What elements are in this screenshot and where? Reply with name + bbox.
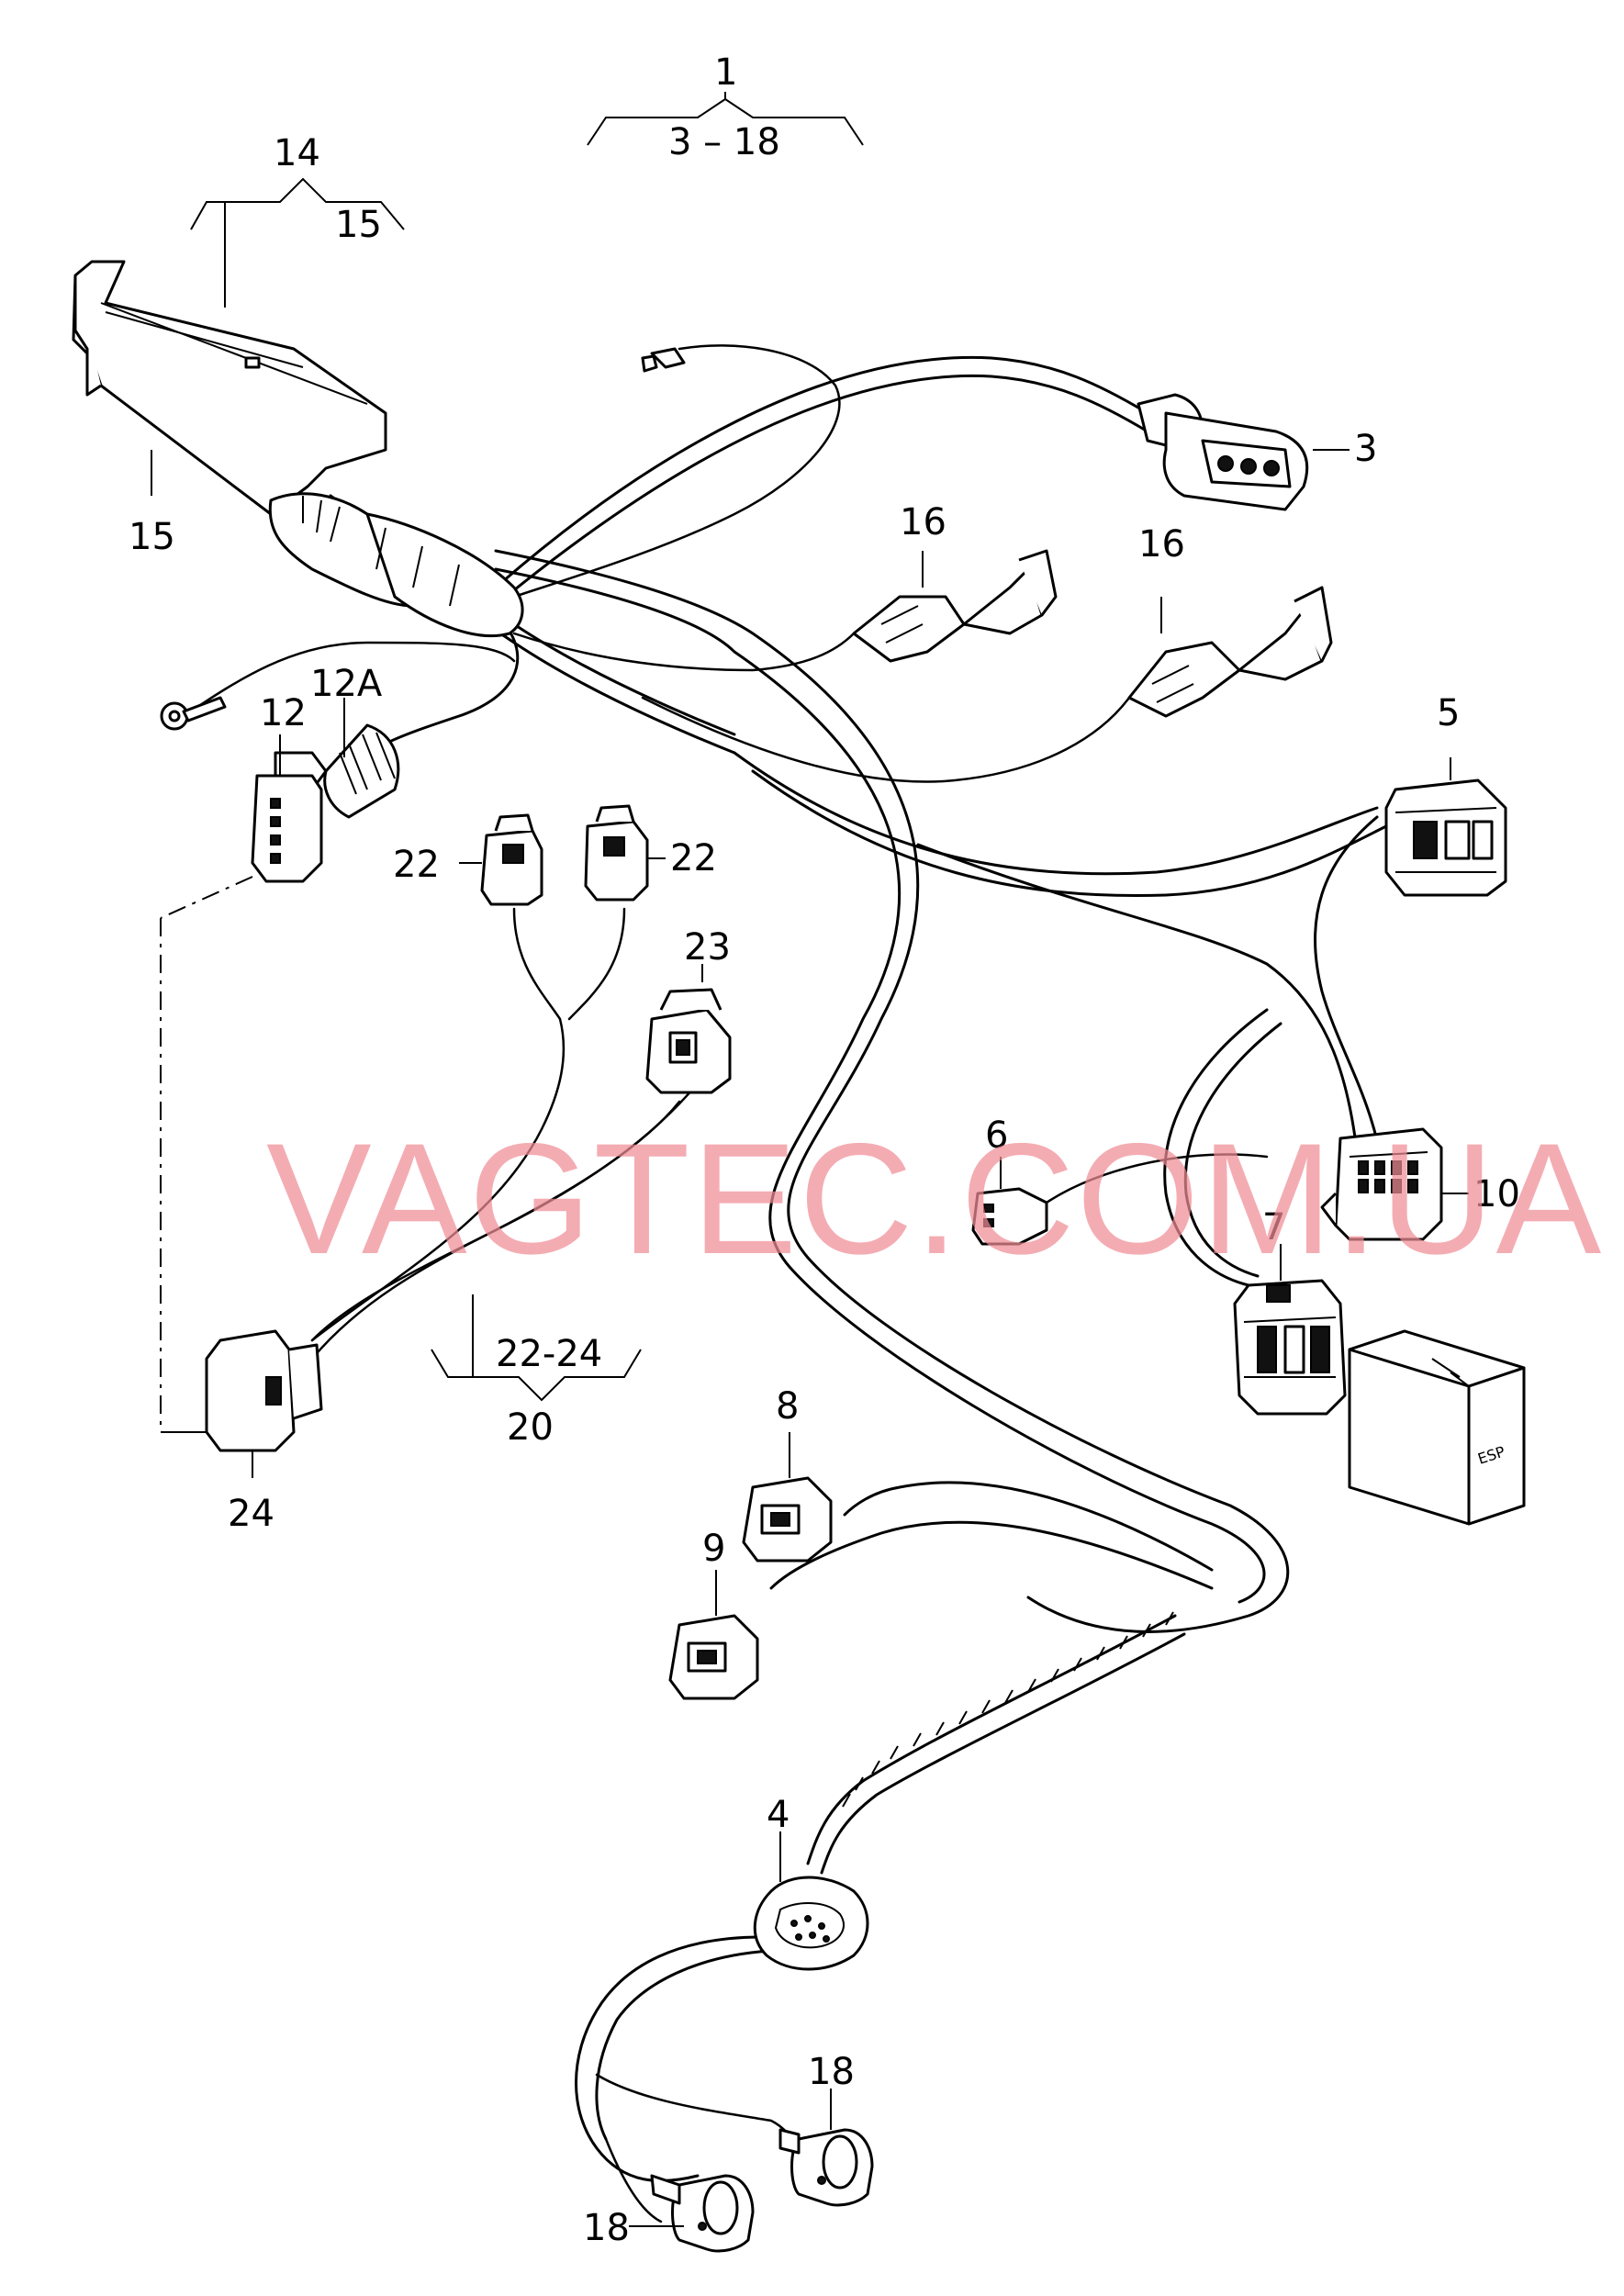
label-7: 7 xyxy=(1262,1206,1285,1249)
connector-3 xyxy=(1137,393,1350,511)
label-4: 4 xyxy=(767,1794,790,1836)
label-23: 23 xyxy=(684,926,731,969)
connector-7 xyxy=(1233,1244,1347,1416)
label-15-top: 15 xyxy=(335,204,382,246)
label-18-left: 18 xyxy=(583,2207,630,2249)
label-1: 1 xyxy=(714,51,737,94)
label-16-left: 16 xyxy=(900,501,946,543)
grommet-4 xyxy=(753,1831,869,1971)
label-1-range: 3 – 18 xyxy=(668,121,780,163)
label-22-left: 22 xyxy=(393,844,440,886)
label-22-24: 22-24 xyxy=(496,1333,602,1375)
esp-button: ESP xyxy=(1348,1329,1526,1526)
sensor-18-left xyxy=(629,2174,755,2253)
label-8: 8 xyxy=(776,1385,799,1428)
callout-bracket-1 xyxy=(587,92,864,146)
spade-terminal xyxy=(641,347,686,373)
callout-bracket-20 xyxy=(431,1294,642,1402)
connector-12 xyxy=(160,774,323,1433)
callout-bracket-14 xyxy=(190,177,405,308)
label-14: 14 xyxy=(274,132,320,174)
label-10: 10 xyxy=(1473,1173,1520,1215)
label-12: 12 xyxy=(260,692,307,734)
leader-lines xyxy=(151,449,1350,776)
connector-5 xyxy=(1384,757,1507,897)
connector-14-15 xyxy=(72,260,524,638)
label-18-right: 18 xyxy=(808,2051,855,2093)
label-24: 24 xyxy=(228,1493,274,1535)
label-15: 15 xyxy=(129,516,175,558)
label-16-right: 16 xyxy=(1138,523,1185,566)
label-5: 5 xyxy=(1437,692,1460,734)
label-6: 6 xyxy=(985,1114,1008,1157)
sensor-18-right xyxy=(778,2089,874,2207)
label-22-right: 22 xyxy=(670,837,717,879)
connector-16-left xyxy=(852,549,1058,663)
connector-6 xyxy=(971,1157,1048,1246)
label-20: 20 xyxy=(507,1406,554,1449)
label-9: 9 xyxy=(702,1528,725,1570)
connector-10 xyxy=(1320,1127,1469,1241)
watermark: VAGTEC.COM.UA xyxy=(266,1111,1603,1287)
main-harness-trunk xyxy=(182,344,1397,2223)
connector-23 xyxy=(645,964,732,1094)
connector-8 xyxy=(742,1432,833,1562)
connector-24 xyxy=(205,1329,323,1478)
label-3: 3 xyxy=(1354,428,1377,470)
connector-16-right xyxy=(1127,586,1333,718)
labels: 1 3 – 18 14 15 15 3 16 16 12 12A 5 22 22… xyxy=(129,51,1520,2249)
connector-9 xyxy=(668,1570,759,1700)
connector-22-right xyxy=(584,804,666,902)
ring-terminal xyxy=(160,696,227,731)
connector-22-left xyxy=(459,813,543,906)
label-12A: 12A xyxy=(310,663,383,705)
